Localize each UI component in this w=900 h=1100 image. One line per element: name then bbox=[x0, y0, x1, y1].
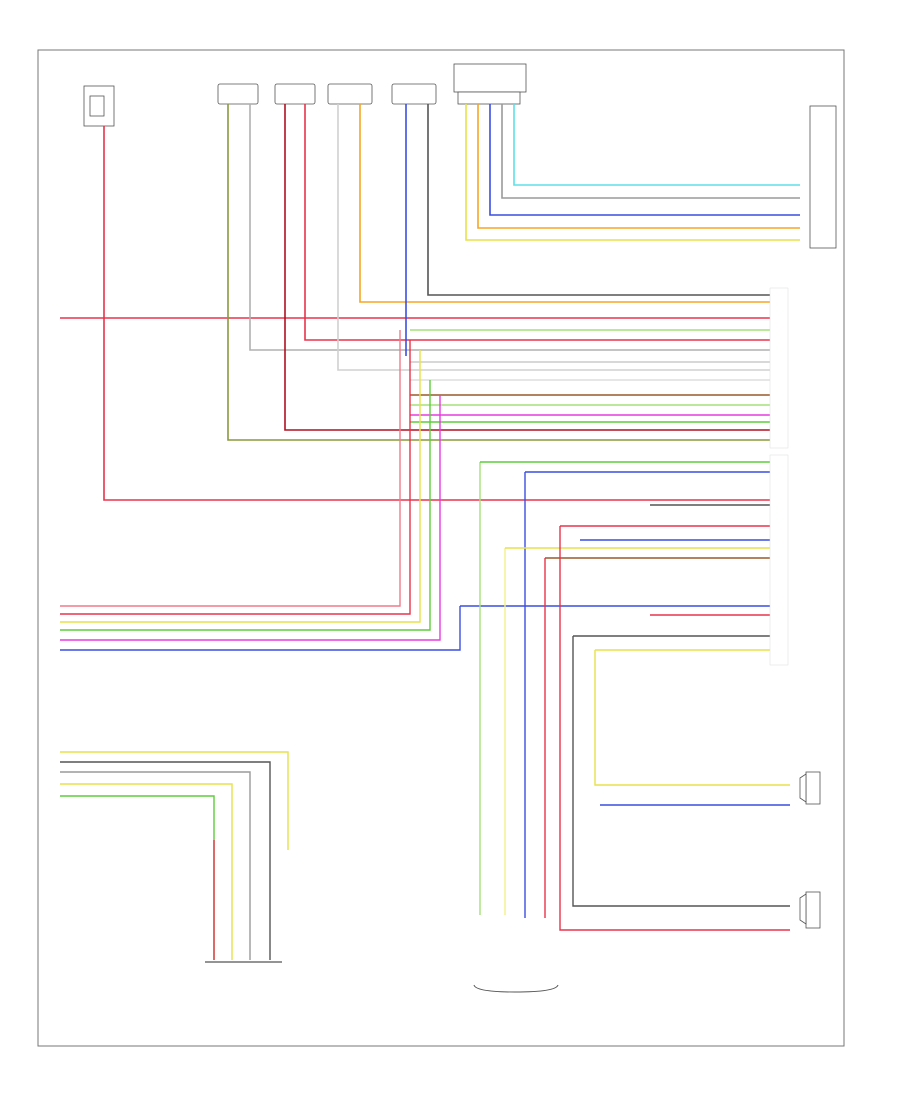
terminal-block-right bbox=[769, 287, 789, 666]
speaker-left-rear bbox=[799, 771, 821, 805]
connector-mid-right bbox=[327, 83, 373, 105]
wires-bundle bbox=[410, 329, 770, 423]
connector-bottom-center bbox=[473, 984, 559, 993]
wires-right-mid bbox=[479, 461, 790, 931]
wires-top bbox=[60, 104, 800, 501]
wires-drops bbox=[60, 330, 770, 651]
connector-mid-left bbox=[391, 83, 437, 105]
wires-bottom-left bbox=[60, 751, 289, 960]
connector-right-top bbox=[809, 105, 837, 249]
top-left-module bbox=[83, 85, 115, 127]
connector-tweeter-left bbox=[217, 83, 259, 105]
speaker-right-rear bbox=[799, 891, 821, 929]
connector-amplifier bbox=[453, 63, 527, 105]
connector-tweeter-right bbox=[274, 83, 316, 105]
